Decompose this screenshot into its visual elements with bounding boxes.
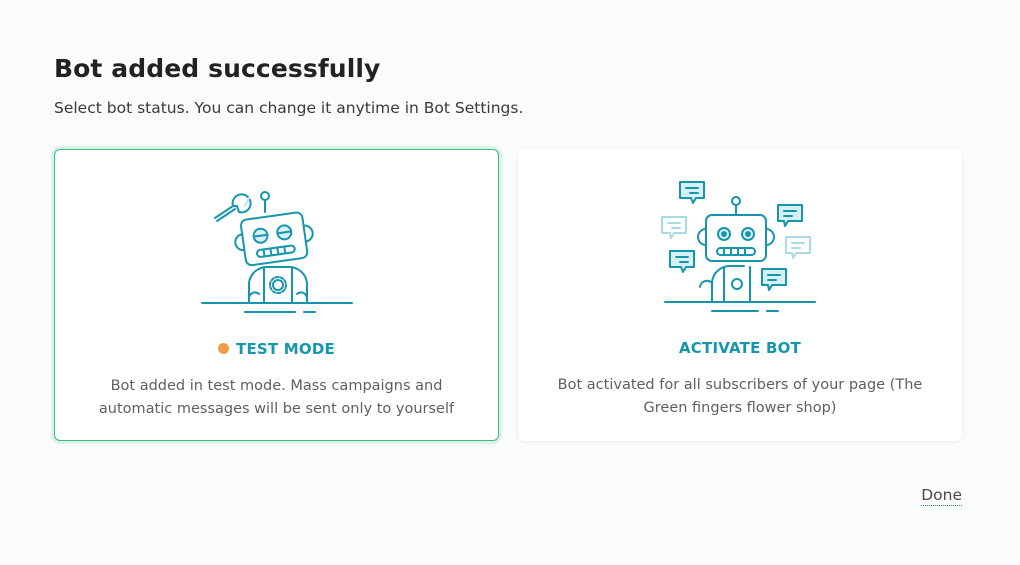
- status-dot: [218, 343, 230, 354]
- option-description-activate-bot: Bot activated for all subscribers of you…: [557, 377, 923, 416]
- option-card-activate-bot[interactable]: ACTIVATE BOT Bot activated for all subsc…: [518, 149, 962, 441]
- robot-with-wrench-icon: [200, 191, 353, 313]
- option-card-test-mode[interactable]: TEST MODE Bot added in test mode. Mass c…: [54, 149, 499, 441]
- option-description-test-mode: Bot added in test mode. Mass campaigns a…: [98, 378, 455, 417]
- option-label-activate-bot: ACTIVATE BOT: [679, 339, 801, 357]
- page-subtitle: Select bot status. You can change it any…: [54, 99, 524, 117]
- robot-with-chat-bubbles-icon: [661, 181, 816, 312]
- done-button[interactable]: Done: [921, 486, 962, 506]
- page-title: Bot added successfully: [54, 54, 381, 83]
- option-label-test-mode: TEST MODE: [55, 340, 498, 358]
